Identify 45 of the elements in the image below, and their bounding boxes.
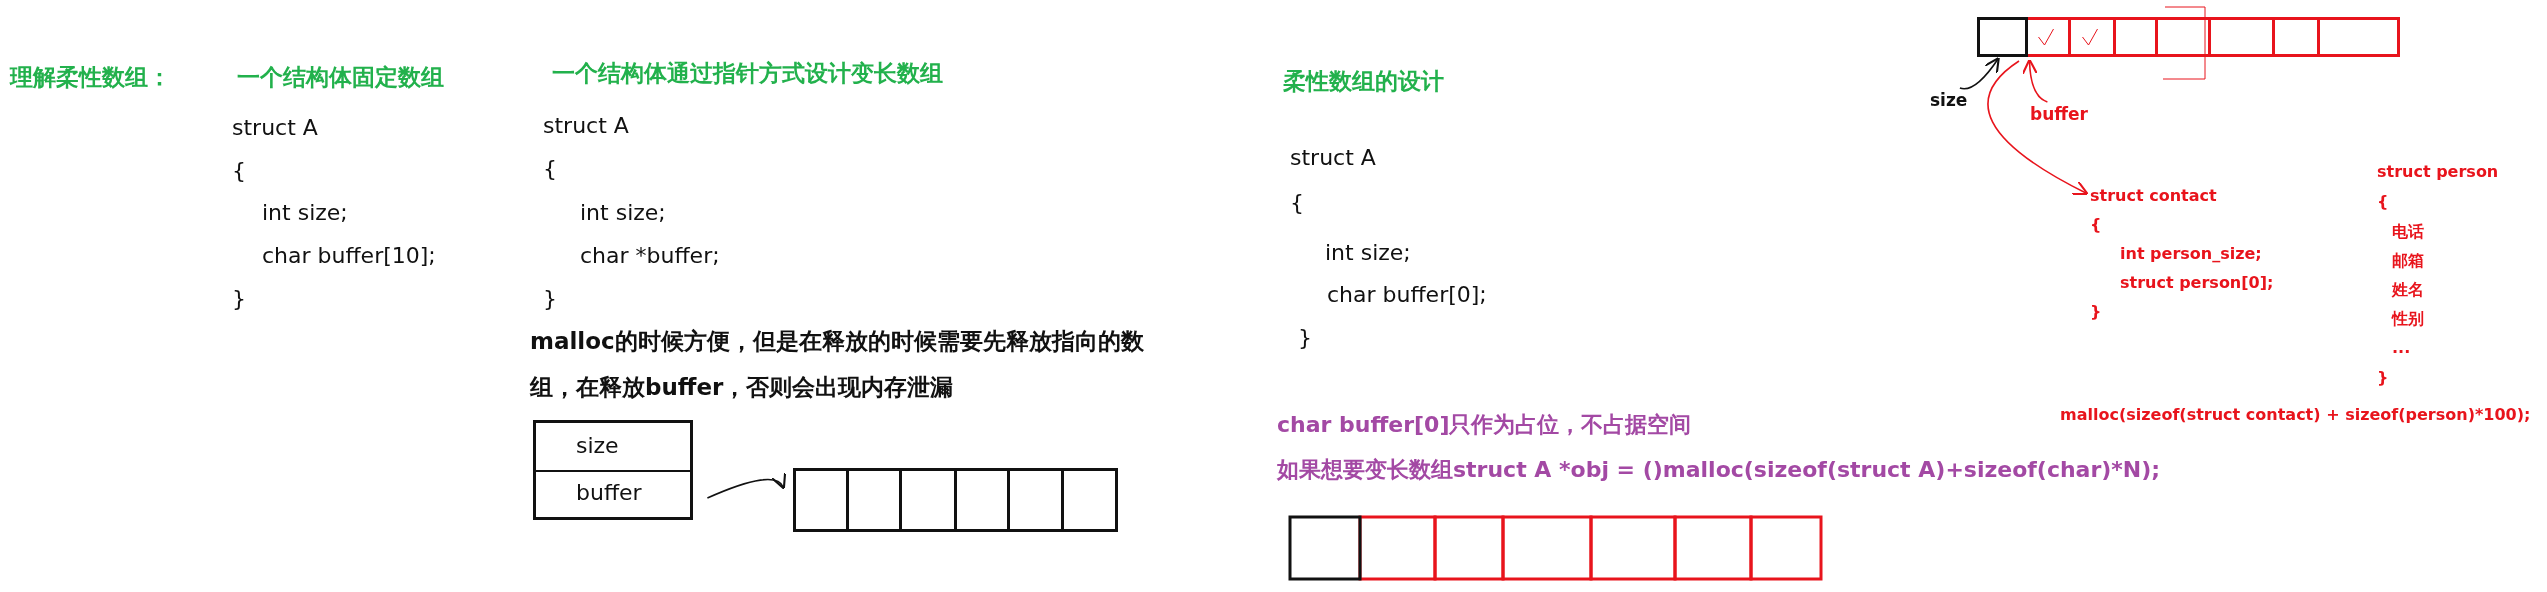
code-line: {	[232, 158, 246, 183]
field-label: size	[1930, 90, 1968, 110]
code-line: 姓名	[2392, 280, 2424, 301]
code-line: struct contact	[2090, 186, 2217, 207]
code-line: malloc(sizeof(struct contact) + sizeof(person)*100);	[2060, 405, 2531, 424]
field-label: buffer	[576, 479, 642, 505]
code-line: char buffer[10];	[262, 243, 436, 268]
code-line: 性别	[2392, 309, 2424, 330]
code-line: {	[2377, 192, 2389, 211]
arrow	[2022, 58, 2049, 103]
code-line: int size;	[262, 200, 348, 225]
section-heading: 理解柔性数组：	[10, 63, 171, 92]
code-line: int size;	[580, 200, 666, 225]
code-line: {	[1290, 190, 1304, 215]
code-line: ...	[2392, 338, 2411, 357]
arrow	[1959, 56, 2000, 90]
section-heading: 一个结构体固定数组	[237, 63, 444, 92]
struct-box	[533, 420, 693, 520]
note-text: 如果想要变长数组struct A *obj = ()malloc(sizeof(struct A)+sizeof(char)*N);	[1277, 456, 2161, 484]
section-heading: 柔性数组的设计	[1283, 67, 1444, 96]
code-line: }	[232, 286, 246, 311]
code-line: }	[2377, 368, 2389, 387]
code-line: int size;	[1325, 240, 1411, 265]
code-line: {	[543, 156, 557, 181]
code-line: char buffer[0];	[1327, 282, 1487, 307]
code-line: struct A	[543, 113, 629, 138]
field-label: size	[576, 432, 619, 458]
note-text: malloc的时候方便，但是在释放的时候需要先释放指向的数组，在释放buffer，否则会出现内存泄漏	[530, 327, 1145, 402]
code-line: struct person	[2377, 162, 2499, 181]
code-line: struct person[0];	[2120, 273, 2274, 294]
code-line: }	[2090, 302, 2102, 323]
code-line: struct A	[1290, 145, 1376, 170]
code-line: 邮箱	[2392, 251, 2424, 272]
code-line: 电话	[2392, 222, 2424, 243]
section-heading: 一个结构体通过指针方式设计变长数组	[552, 59, 943, 88]
note-text: char buffer[0]只作为占位，不占据空间	[1277, 411, 1692, 439]
code-line: {	[2090, 215, 2102, 236]
arrow	[1987, 60, 2089, 195]
arrow	[706, 471, 786, 499]
code-line: }	[1298, 325, 1312, 350]
code-line: char *buffer;	[580, 243, 720, 268]
code-line: struct A	[232, 115, 318, 140]
code-line: int person_size;	[2120, 244, 2262, 265]
code-line: }	[543, 286, 557, 311]
field-label: buffer	[2030, 104, 2088, 124]
